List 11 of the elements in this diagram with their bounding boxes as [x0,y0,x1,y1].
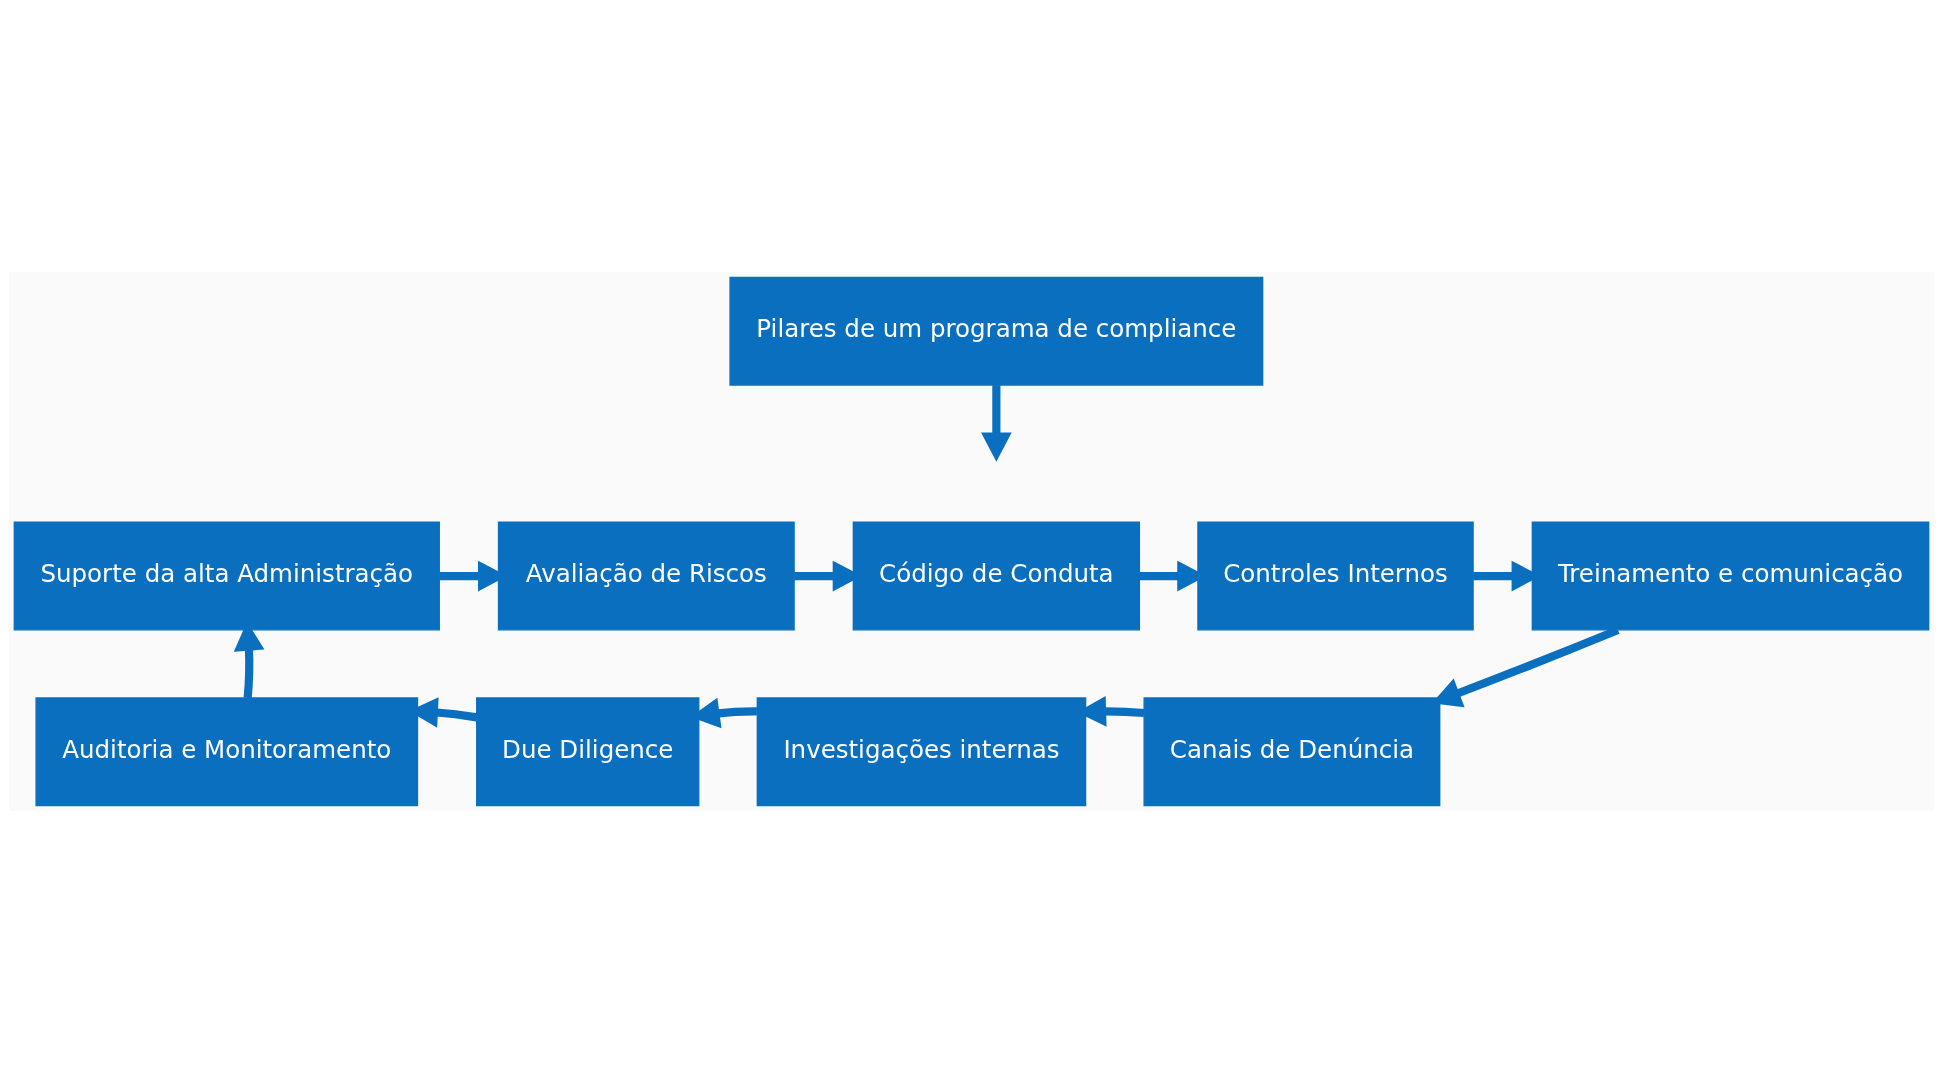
node-box: Avaliação de Riscos [497,521,795,630]
node-box: Suporte da alta Administração [13,521,440,630]
node-box: Canais de Denúncia [1143,696,1441,806]
node-box: Controles Internos [1197,521,1474,630]
node-box: Investigações internas [756,696,1087,806]
arrow [981,384,1012,462]
node-box: Código de Conduta [852,521,1141,630]
node-box: Treinamento e comunicação [1531,521,1930,630]
node-box: Auditoria e Monitoramento [35,696,419,806]
node-box: Due Diligence [476,696,700,806]
node-box: Pilares de um programa de compliance [729,276,1264,386]
